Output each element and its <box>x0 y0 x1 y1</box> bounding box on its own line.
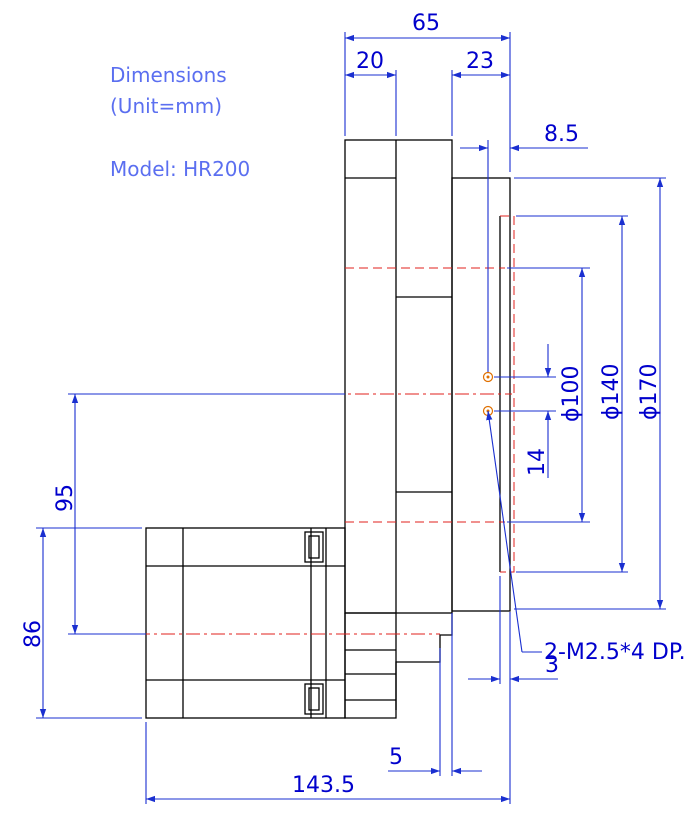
dim-5-label: 5 <box>389 745 403 770</box>
tapped-hole-top <box>482 371 494 383</box>
motor <box>145 527 346 719</box>
dim-overall-length: 143.5 <box>145 612 511 804</box>
dim-flange-offset: 8.5 <box>460 122 588 372</box>
dim-pcd-diameter: ϕ100 <box>507 267 590 523</box>
dim-hole-note: 2-M2.5*4 DP. <box>486 410 686 665</box>
dim-8-5-label: 8.5 <box>544 122 579 147</box>
dim-phi140-label: ϕ140 <box>599 363 624 420</box>
notes-unit: (Unit=mm) <box>110 94 222 118</box>
dim-20-label: 20 <box>356 49 384 74</box>
dim-outer-diameter: ϕ170 <box>514 177 666 610</box>
gearbox-lower-step <box>344 613 453 719</box>
dim-65-label: 65 <box>412 11 440 36</box>
motor-terminal-bottom <box>304 683 324 715</box>
dim-pilot-diameter: ϕ140 <box>516 215 628 573</box>
dim-14-label: 14 <box>525 448 550 476</box>
dim-hole-note-label: 2-M2.5*4 DP. <box>544 640 686 665</box>
dim-motor-height: 86 <box>21 527 142 719</box>
notes-model: Model: HR200 <box>110 157 250 181</box>
dim-output-side: 23 <box>451 49 510 136</box>
gearbox-body <box>344 139 453 719</box>
dim-center-height: 95 <box>53 393 345 635</box>
dim-step-3: 3 <box>468 576 559 684</box>
pilot-hidden <box>500 215 515 573</box>
dim-143-5-label: 143.5 <box>292 773 355 798</box>
motor-body <box>145 527 346 719</box>
gearbox-housing <box>344 139 453 614</box>
dim-overall-width: 65 <box>344 11 511 172</box>
dim-step-5: 5 <box>388 613 482 776</box>
dim-hole-spacing: 14 <box>494 344 556 478</box>
dim-95-label: 95 <box>53 484 78 512</box>
dim-23-label: 23 <box>466 49 494 74</box>
dim-3-label: 3 <box>545 653 559 678</box>
motor-terminal-top <box>304 531 324 563</box>
dim-86-label: 86 <box>21 620 46 648</box>
dim-phi170-label: ϕ170 <box>637 363 662 420</box>
center-lines <box>80 215 515 635</box>
dim-phi100-label: ϕ100 <box>559 365 584 422</box>
dim-motor-side: 20 <box>345 49 397 136</box>
notes-title: Dimensions <box>110 63 227 87</box>
